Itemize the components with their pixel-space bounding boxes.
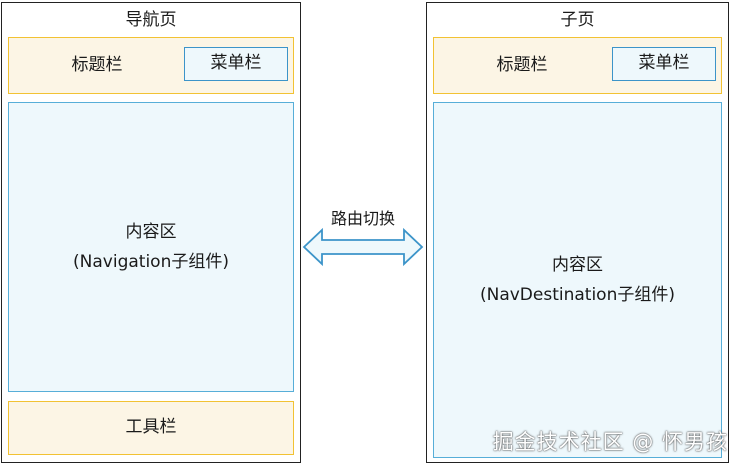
watermark: 掘金技术社区 @ 怀男孩 — [492, 430, 728, 454]
sub-content-area: 内容区 (NavDestination子组件) — [433, 102, 722, 458]
sub-menu-bar: 菜单栏 — [612, 47, 716, 81]
route-switch-label: 路由切换 — [330, 209, 395, 228]
navigation-page-title: 导航页 — [125, 10, 177, 30]
double-arrow-icon — [302, 227, 424, 267]
navigation-menu-bar: 菜单栏 — [184, 47, 288, 81]
navigation-content-label: 内容区 — [125, 222, 177, 242]
sub-content-sublabel: (NavDestination子组件) — [479, 285, 675, 305]
sub-page-title: 子页 — [560, 10, 595, 30]
navigation-content-text: 内容区 (Navigation子组件) — [9, 217, 293, 277]
navigation-content-sublabel: (Navigation子组件) — [73, 252, 229, 272]
navigation-tool-bar: 工具栏 — [8, 401, 294, 455]
sub-title-bar-label: 标题栏 — [496, 55, 548, 75]
navigation-title-bar: 标题栏 菜单栏 — [8, 37, 294, 94]
sub-title-bar: 标题栏 菜单栏 — [433, 37, 722, 94]
sub-content-text: 内容区 (NavDestination子组件) — [434, 250, 721, 310]
sub-page-frame: 子页 标题栏 菜单栏 内容区 (NavDestination子组件) — [426, 2, 729, 463]
sub-content-label: 内容区 — [552, 255, 603, 275]
navigation-title-bar-label: 标题栏 — [71, 55, 123, 75]
navigation-page-frame: 导航页 标题栏 菜单栏 内容区 (Navigation子组件) 工具栏 — [1, 2, 301, 463]
navigation-content-area: 内容区 (Navigation子组件) — [8, 102, 294, 392]
